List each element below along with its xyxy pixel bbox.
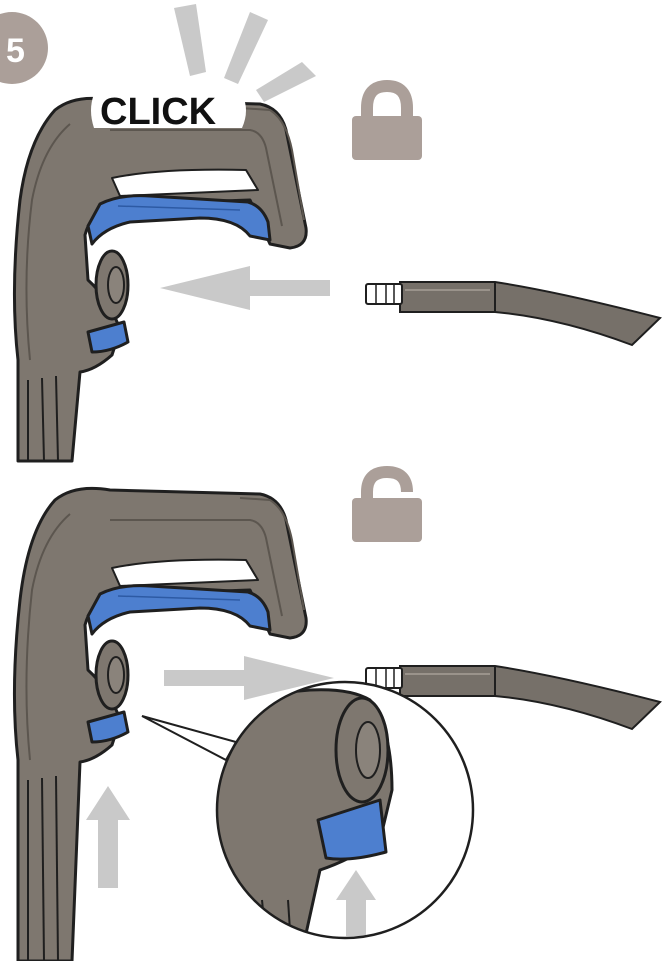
bottom-panel	[14, 472, 660, 961]
push-up-arrow	[86, 786, 130, 888]
hose-top	[366, 282, 660, 345]
top-panel: CLICK	[14, 86, 660, 461]
trigger-bottom	[88, 586, 270, 634]
trigger-top	[88, 196, 270, 244]
spray-gun-top	[14, 98, 306, 461]
magnifier-pointer	[142, 716, 236, 760]
step-number: 5	[6, 32, 25, 70]
click-label: CLICK	[91, 91, 246, 133]
step-badge: 5	[0, 12, 48, 84]
lock-closed-icon	[352, 86, 422, 160]
lock-open-icon	[352, 472, 422, 542]
click-text: CLICK	[100, 91, 217, 133]
click-burst-rays	[174, 4, 316, 102]
insert-arrow	[160, 266, 330, 310]
magnifier-detail	[200, 682, 473, 961]
